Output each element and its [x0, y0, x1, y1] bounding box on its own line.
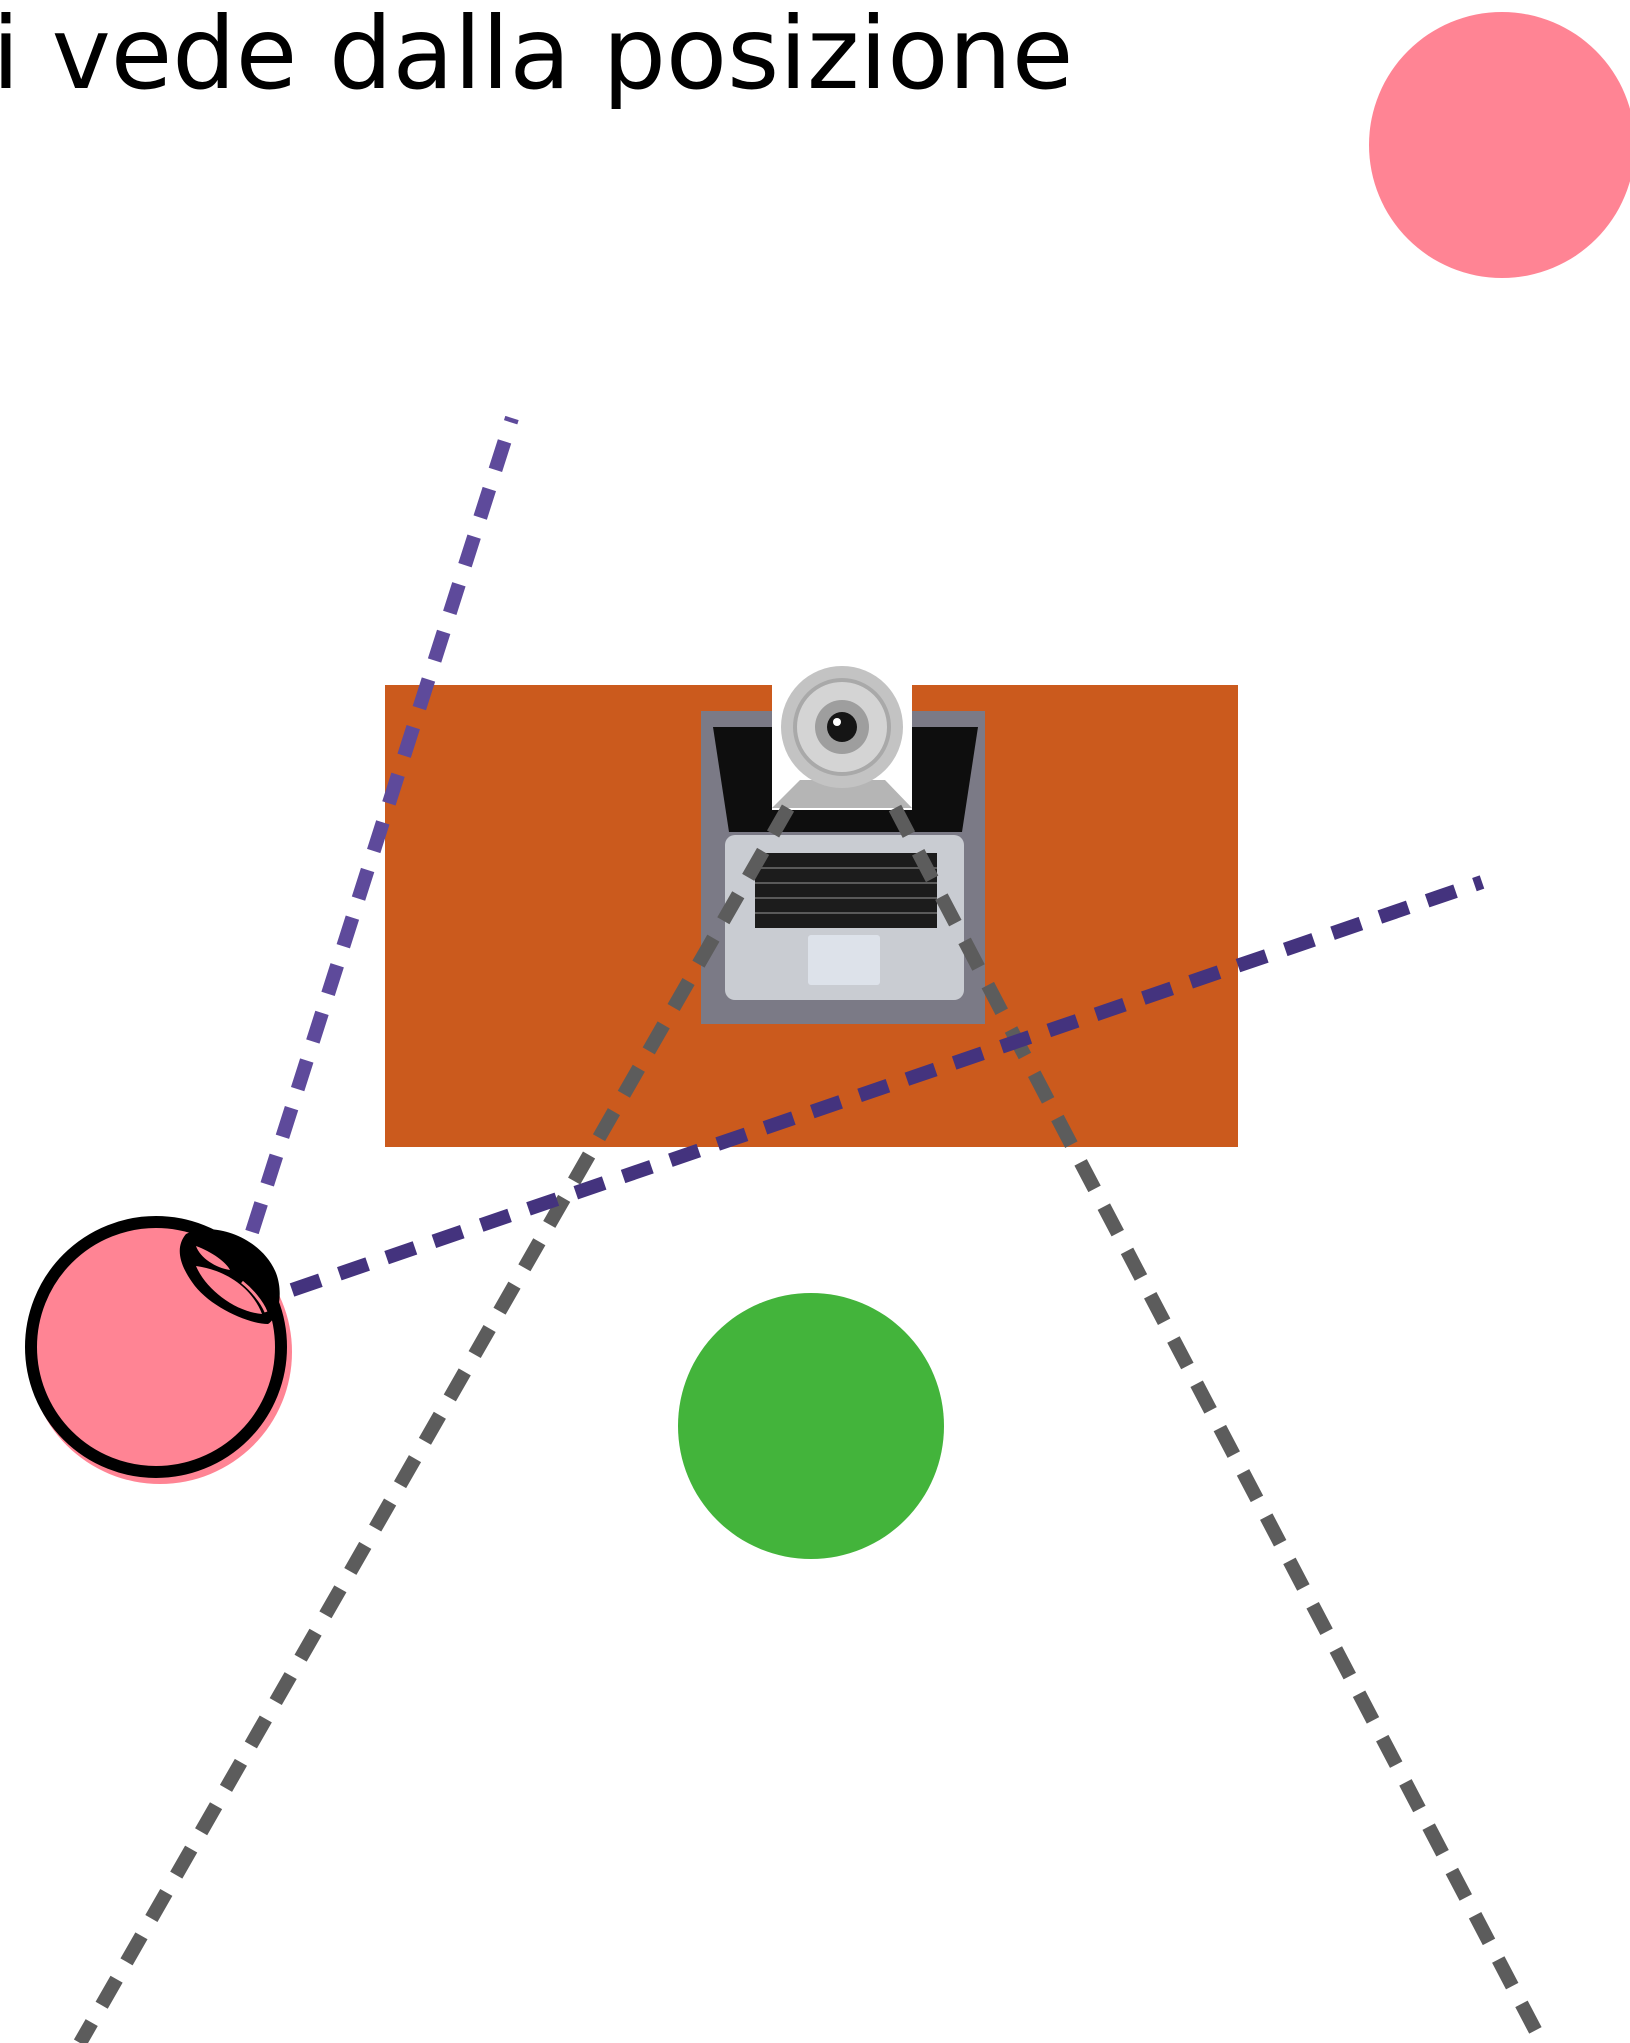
observer-person	[25, 1216, 292, 1484]
webcam-icon	[772, 666, 912, 810]
eye-icon	[179, 1229, 280, 1324]
observer-view-line-up	[245, 415, 519, 1235]
observer-field-of-view	[245, 415, 1485, 1297]
webcam-view-line-left	[73, 804, 795, 2043]
other-person	[1369, 12, 1630, 278]
webcam-view-line-right	[888, 804, 1549, 2043]
target-person	[678, 1293, 944, 1559]
slide-title: i vede dalla posizione	[0, 0, 1074, 112]
webcam-field-of-view	[73, 804, 1549, 2043]
observer-view-line-right	[289, 875, 1485, 1297]
